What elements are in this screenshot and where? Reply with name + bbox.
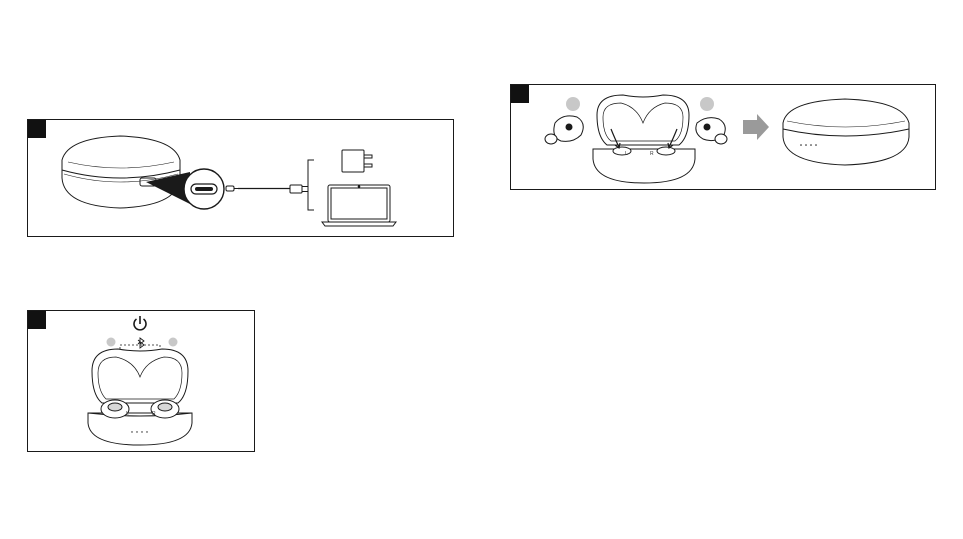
charging-illustration (28, 120, 455, 238)
earbud-label-left: L (126, 411, 129, 417)
charging-panel (27, 119, 454, 237)
earbud-label-right: R (650, 151, 654, 157)
case-lid (92, 349, 188, 403)
earbud-icon (696, 118, 727, 144)
storage-panel: L R (510, 84, 936, 190)
earbud-label-right: R (152, 411, 156, 417)
wall-adapter-icon (342, 150, 372, 172)
power-icon (134, 316, 146, 330)
step-badge-right (700, 97, 714, 111)
charging-case-icon (88, 413, 192, 445)
earbud-icon (545, 116, 583, 144)
earbud-icon (101, 400, 129, 418)
earbud-label-left: L (625, 151, 628, 157)
case-lid (597, 95, 689, 145)
usb-c-port-icon (184, 169, 224, 209)
step-badge-left (107, 338, 116, 347)
charging-case-icon (593, 147, 695, 183)
bluetooth-icon (138, 338, 144, 348)
arrow-right-icon (743, 114, 769, 140)
storage-illustration: L R (511, 85, 937, 191)
laptop-icon (322, 185, 396, 226)
bracket (308, 160, 314, 210)
power-on-illustration: L R (28, 311, 256, 453)
step-badge-right (169, 338, 178, 347)
charging-case-closed (783, 99, 909, 165)
power-on-panel: L R (27, 310, 255, 452)
usb-cable-icon (226, 185, 308, 193)
charging-case-icon (62, 136, 180, 208)
step-badge-left (566, 97, 580, 111)
